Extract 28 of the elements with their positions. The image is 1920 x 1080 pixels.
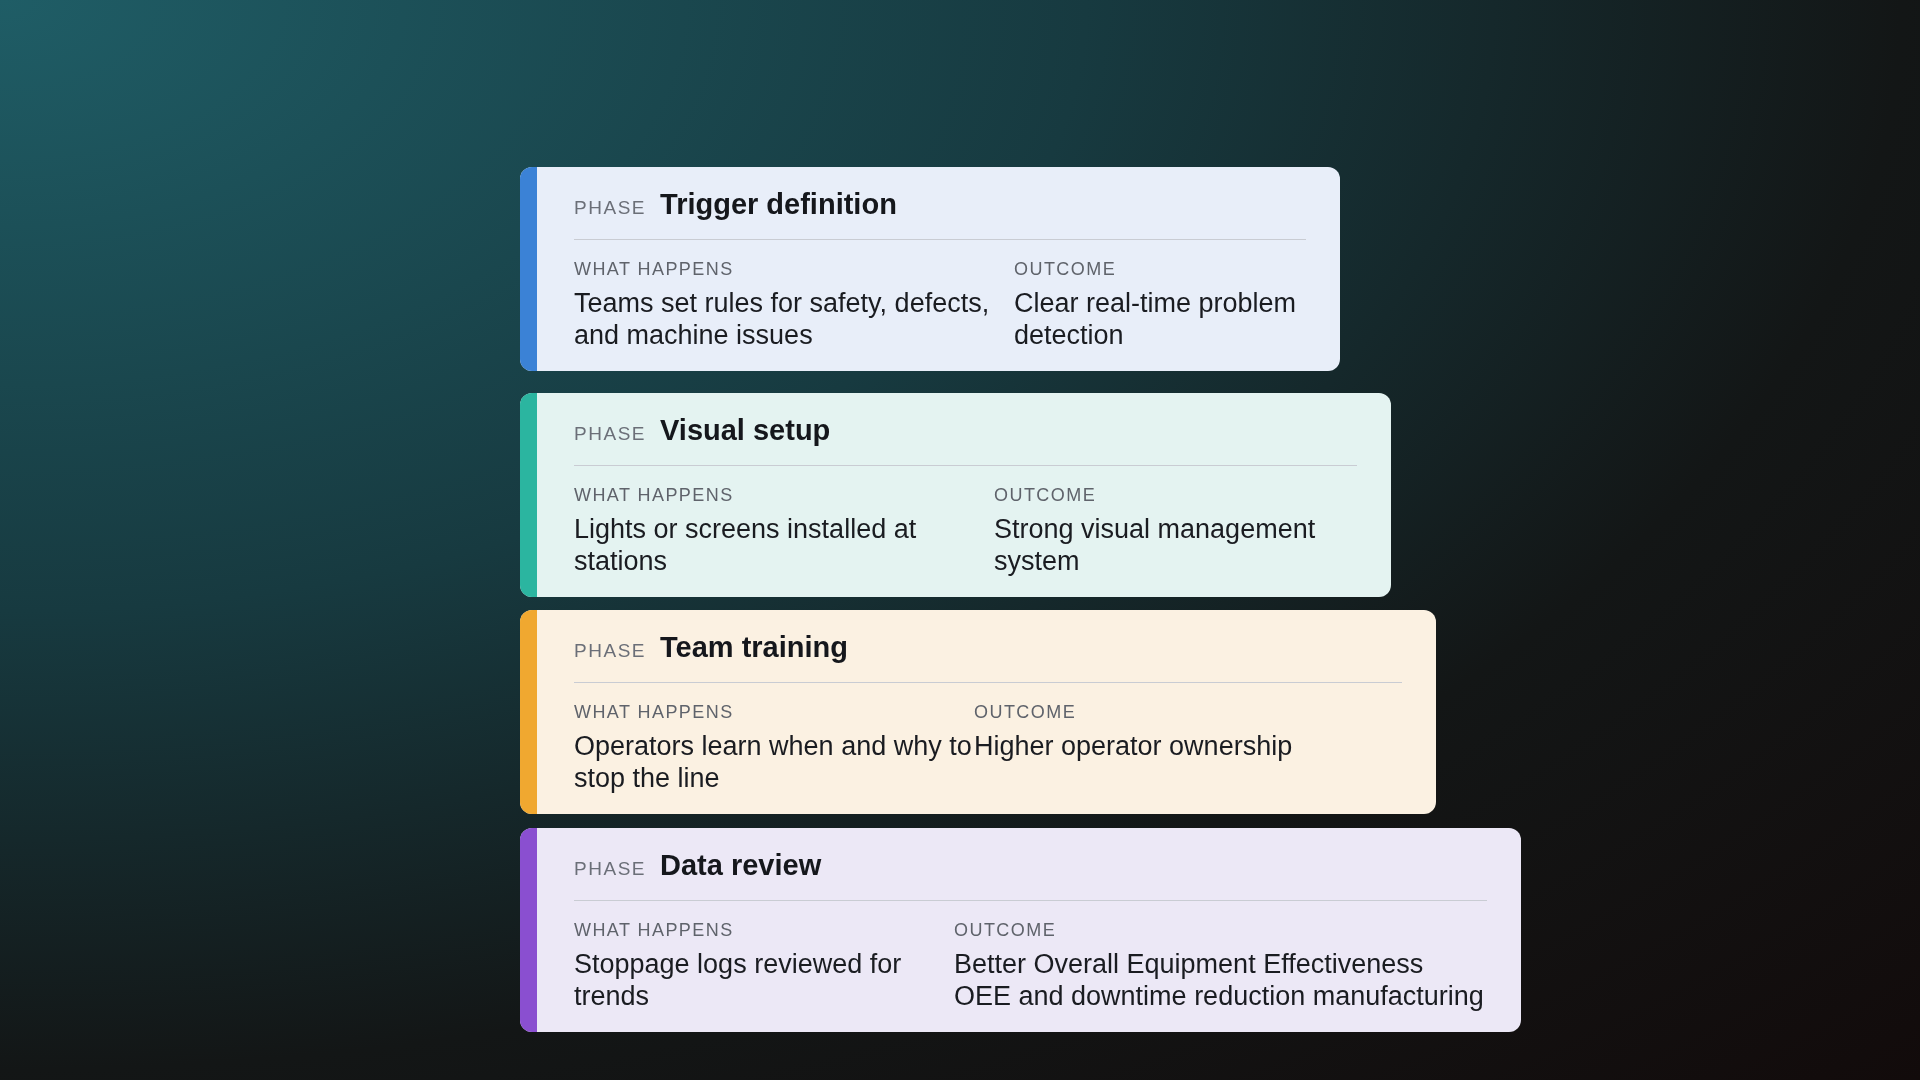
column-heading: OUTCOME [1014, 257, 1118, 281]
column-heading: WHAT HAPPENS [574, 918, 735, 942]
column-heading: OUTCOME [954, 918, 1058, 942]
column-heading: WHAT HAPPENS [574, 257, 735, 281]
phase-title: Data review [660, 848, 822, 883]
outcome-text: Clear real-time problem detection [1014, 286, 1298, 351]
outcome-text: Strong visual management system [994, 512, 1317, 577]
column-heading: WHAT HAPPENS [574, 700, 735, 724]
description-text: Stoppage logs reviewed for trends [574, 947, 903, 1012]
phase-title: Team training [660, 630, 848, 665]
phase-card [520, 610, 1436, 814]
column-heading: OUTCOME [974, 700, 1078, 724]
outcome-text: Better Overall Equipment Effectiveness OEE and downtime reduction manufacturing [954, 947, 1485, 1012]
phase-title: Trigger definition [660, 187, 897, 222]
phase-label: PHASE [574, 196, 646, 220]
description-text: Teams set rules for safety, defects, and machine issues [574, 286, 991, 351]
phase-label: PHASE [574, 857, 646, 881]
description-text: Lights or screens installed at stations [574, 512, 918, 577]
phase-label: PHASE [574, 639, 646, 663]
phase-label: PHASE [574, 422, 646, 446]
column-heading: OUTCOME [994, 483, 1098, 507]
outcome-text: Higher operator ownership [974, 729, 1294, 762]
phase-card [520, 393, 1391, 597]
phase-title: Visual setup [660, 413, 831, 448]
phase-card [520, 828, 1521, 1032]
phase-card [520, 167, 1340, 371]
description-text: Operators learn when and why to stop the line [574, 729, 973, 794]
column-heading: WHAT HAPPENS [574, 483, 735, 507]
